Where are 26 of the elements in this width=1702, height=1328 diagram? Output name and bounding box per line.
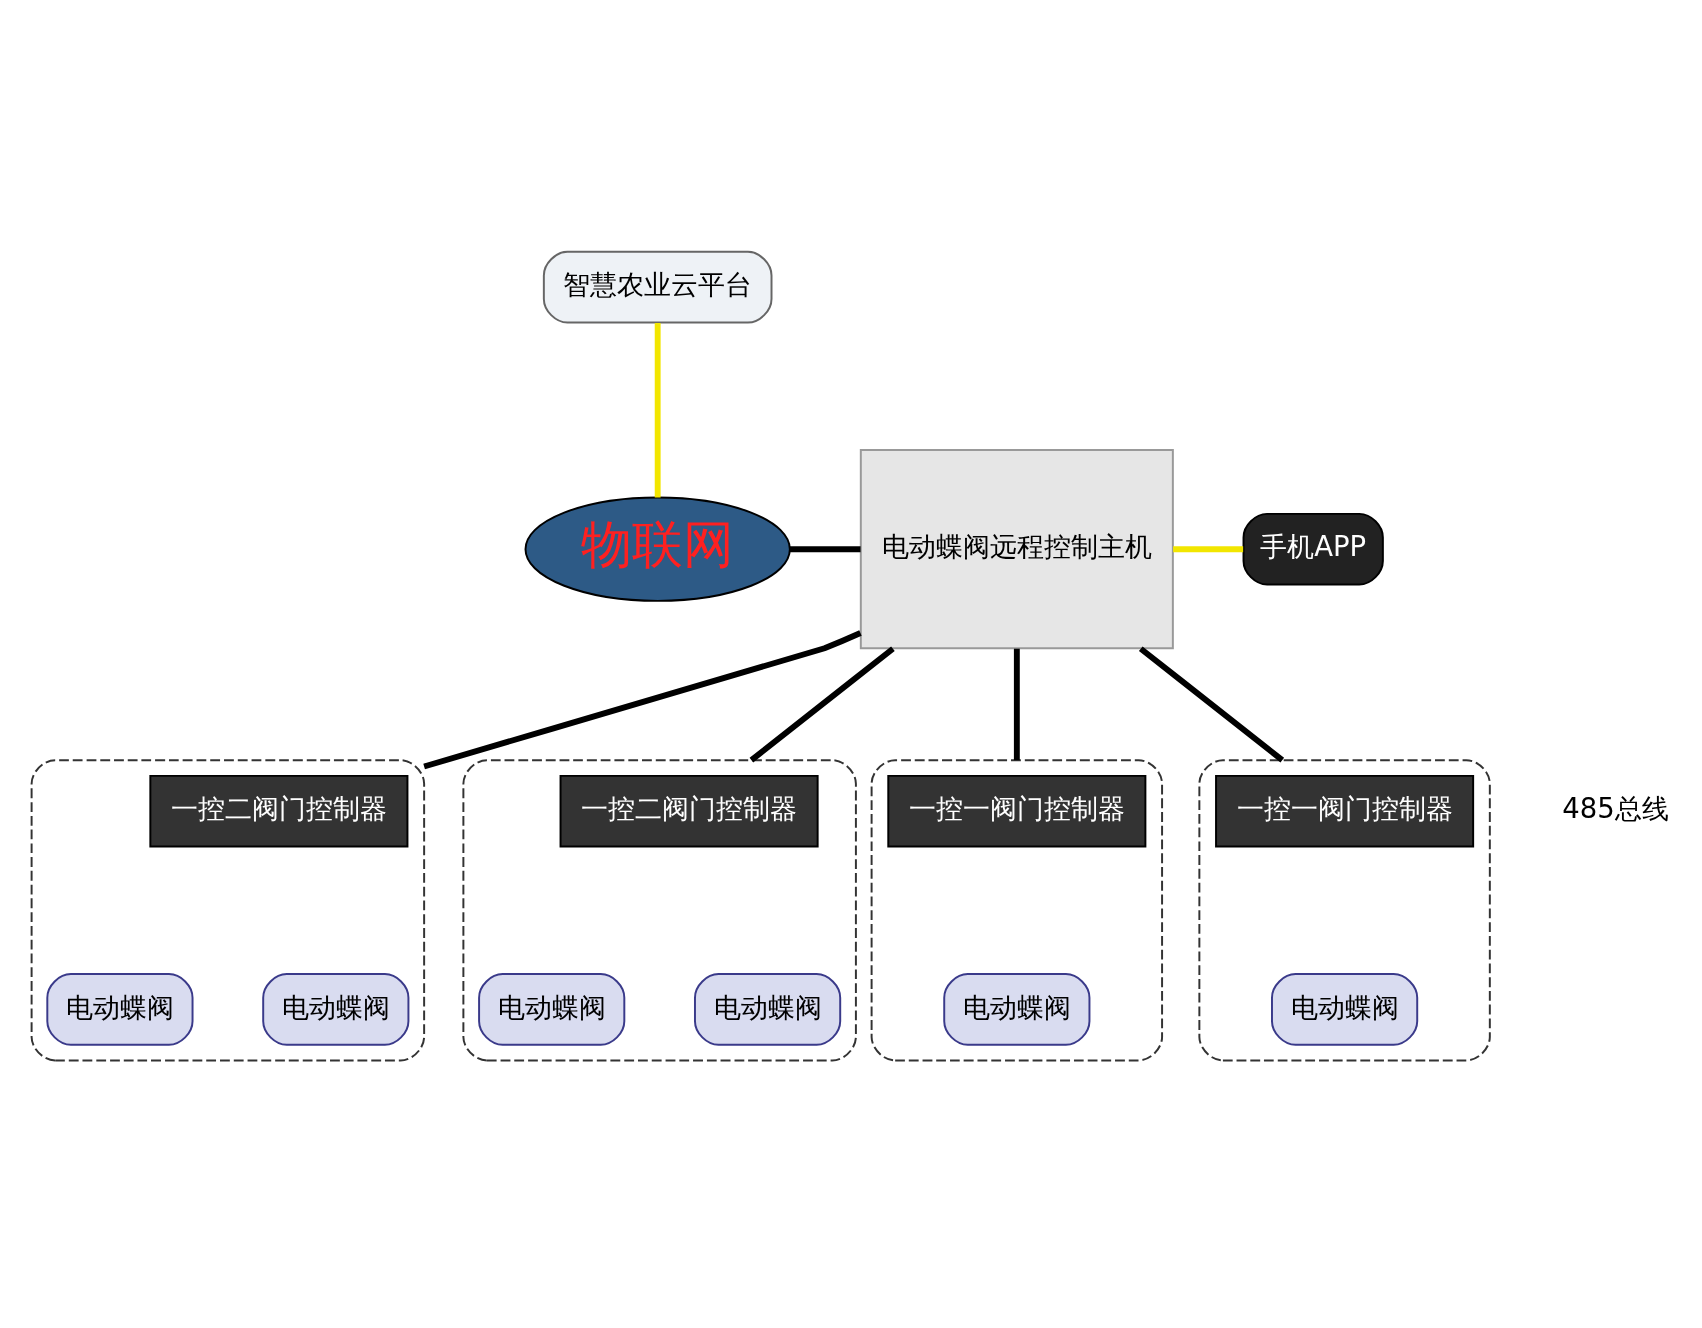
node-box: 一控二阀门控制器	[559, 774, 819, 848]
node-box: 电动蝶阀	[1271, 973, 1419, 1046]
cluster	[30, 759, 426, 1062]
label: 485总线	[1562, 793, 1669, 825]
node-box: 手机APP	[1242, 512, 1384, 586]
node-box: 电动蝶阀	[46, 973, 194, 1046]
connector	[1138, 646, 1285, 763]
cluster	[870, 759, 1164, 1062]
node-box: 电动蝶阀远程控制主机	[859, 449, 1174, 650]
node-box: 电动蝶阀	[478, 973, 626, 1046]
connector	[654, 322, 661, 498]
node-box: 电动蝶阀	[262, 973, 410, 1046]
node-box: 电动蝶阀	[694, 973, 842, 1046]
cluster	[462, 759, 857, 1062]
node-box: 智慧农业云平台	[542, 250, 773, 324]
cluster	[1198, 759, 1491, 1062]
connector	[1173, 546, 1244, 553]
node-box: 电动蝶阀	[943, 973, 1091, 1046]
node-box: 一控二阀门控制器	[149, 774, 409, 848]
connector	[749, 646, 895, 763]
node-box: 一控一阀门控制器	[887, 774, 1147, 848]
node-box: 一控一阀门控制器	[1215, 774, 1475, 848]
connector	[423, 630, 862, 770]
connector	[1013, 648, 1020, 761]
node-ellipse: 物联网	[524, 496, 791, 602]
connector	[789, 546, 861, 553]
